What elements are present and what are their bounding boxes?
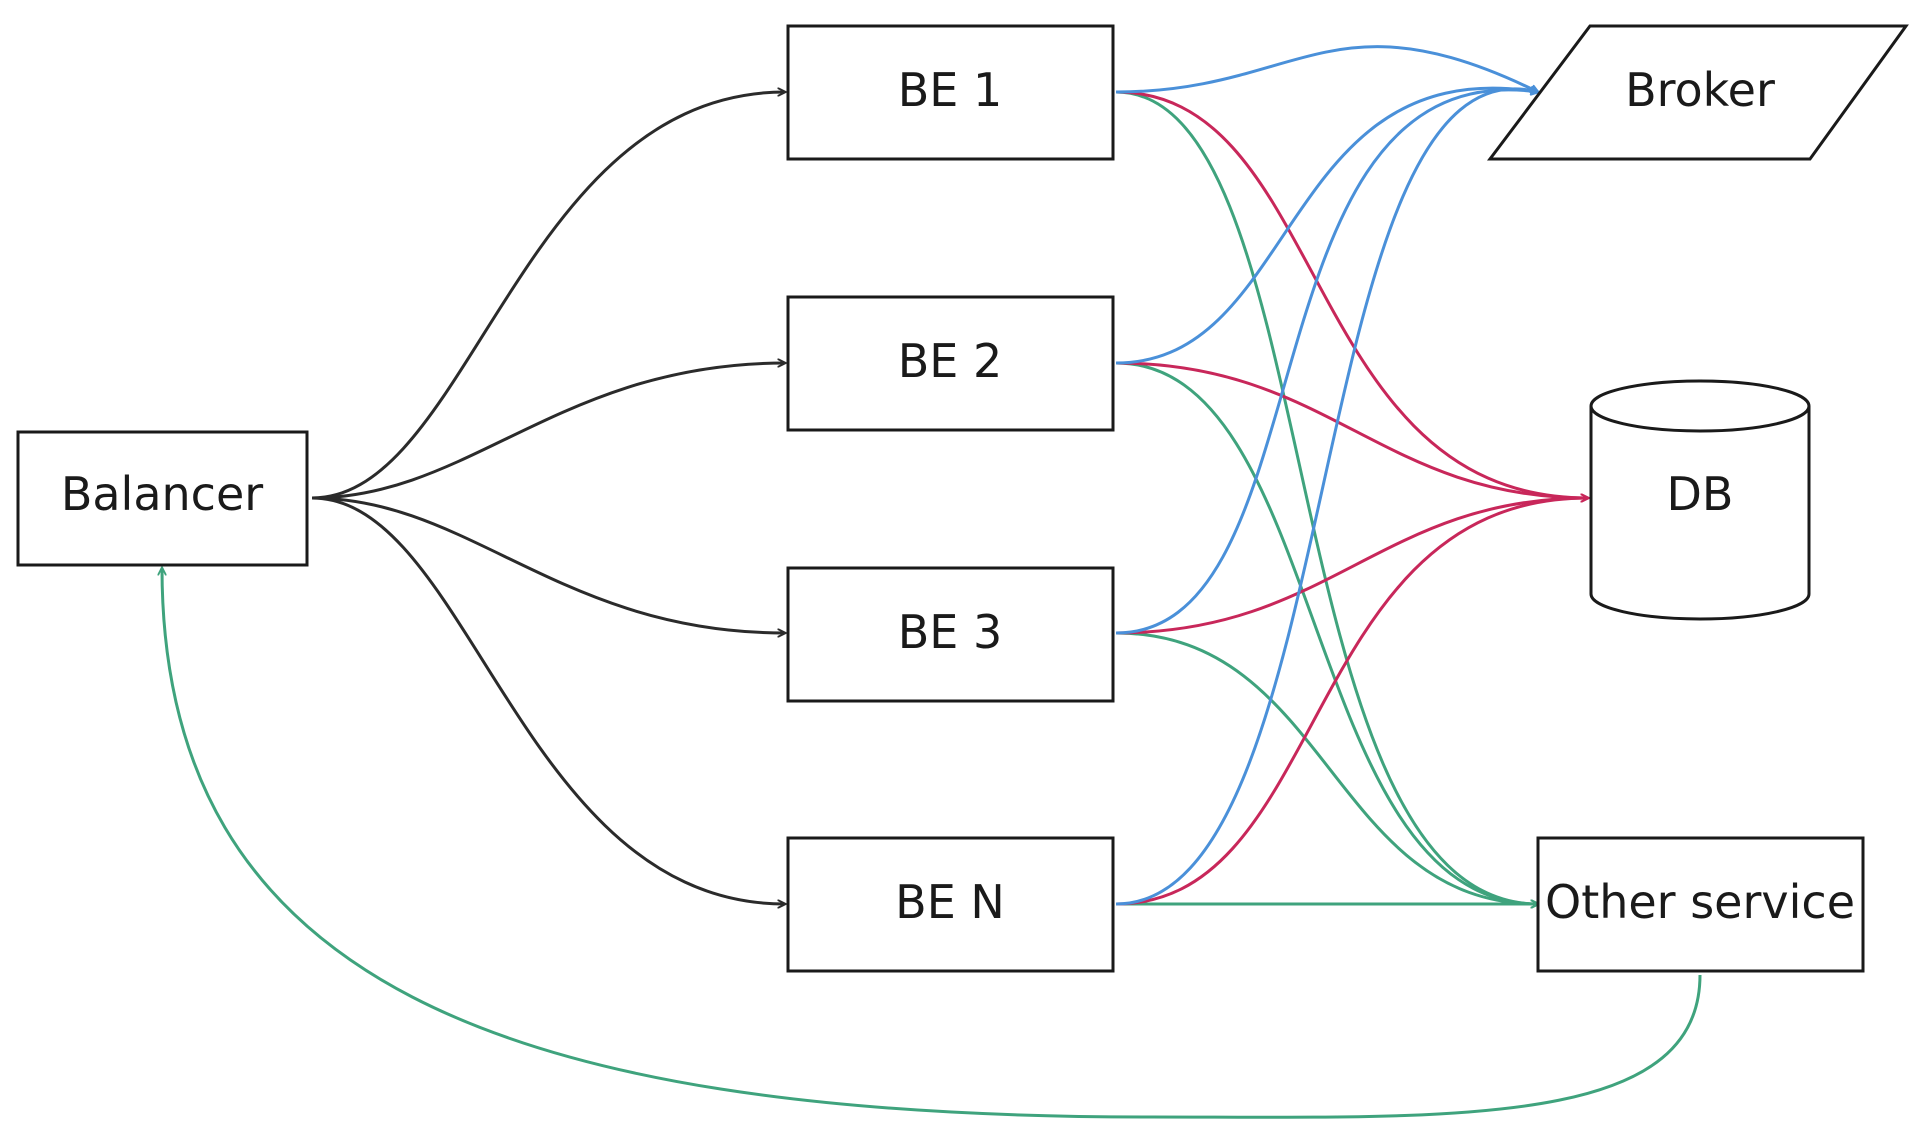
node-label: BE 1 [898, 63, 1003, 117]
node-be3: BE 3 [786, 566, 1115, 703]
node-db: DB [1589, 379, 1811, 621]
edge-be3-to-other-service [1115, 631, 1538, 904]
edge-ben-to-db [1115, 498, 1588, 906]
node-label: Balancer [61, 467, 263, 521]
edge-ben-to-broker [1115, 89, 1538, 906]
edge-be2-to-db [1115, 361, 1588, 498]
edge-be3-to-db [1115, 498, 1588, 635]
node-label: BE 3 [898, 605, 1003, 659]
node-label: DB [1667, 467, 1734, 521]
edge-balancer-to-ben [311, 496, 785, 904]
edge-be1-to-db [1115, 90, 1588, 498]
node-label: BE 2 [898, 334, 1003, 388]
node-balancer: Balancer [16, 430, 309, 567]
edge-be3-to-broker [1115, 90, 1538, 635]
edge-be1-to-broker [1115, 45, 1538, 94]
edge-balancer-to-be3 [311, 496, 785, 633]
balancer-edges [311, 92, 785, 904]
edge-other-service-to-balancer [162, 568, 1702, 1119]
edge-be1-to-other-service [1115, 90, 1538, 904]
edge-balancer-to-be2 [311, 363, 785, 500]
node-ben: BE N [786, 836, 1115, 973]
broker-edges [1115, 45, 1538, 906]
node-label: Broker [1625, 63, 1775, 117]
node-be1: BE 1 [786, 24, 1115, 161]
edge-be2-to-other-service [1115, 361, 1538, 904]
node-label: Other service [1545, 875, 1855, 929]
db-edges [1115, 90, 1588, 906]
node-broker: Broker [1486, 24, 1909, 161]
node-other-service: Other service [1536, 836, 1865, 973]
other-service-edges [162, 90, 1702, 1119]
node-be2: BE 2 [786, 295, 1115, 432]
edge-be2-to-broker [1115, 88, 1538, 365]
edge-balancer-to-be1 [311, 92, 785, 500]
node-label: BE N [895, 875, 1005, 929]
